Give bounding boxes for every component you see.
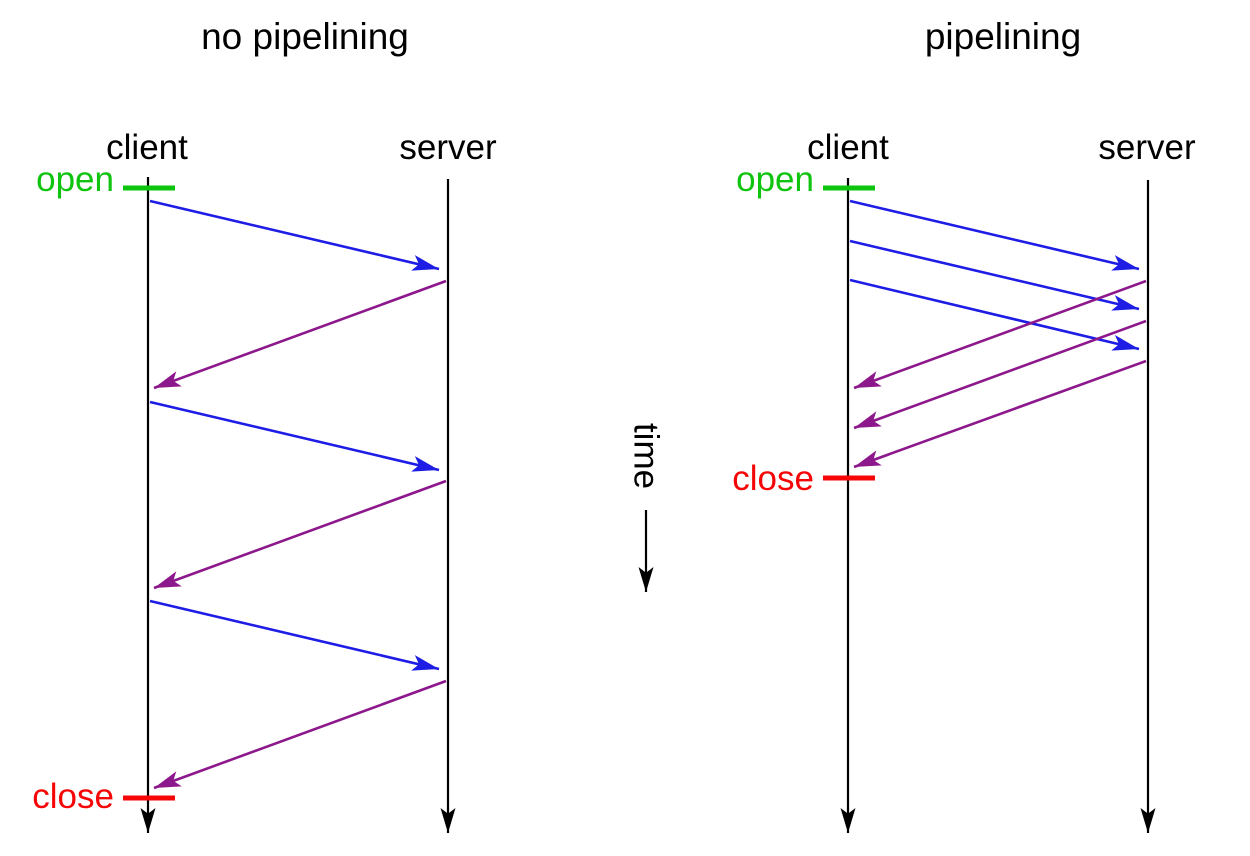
right-response-arrow-2 bbox=[853, 319, 1147, 430]
right-open-label: open bbox=[736, 160, 814, 199]
left-request-arrow-2 bbox=[149, 400, 440, 472]
pipelining-diagram: pipelining client server open close bbox=[732, 16, 1196, 833]
left-response-arrow-1 bbox=[153, 279, 447, 390]
left-server-label: server bbox=[399, 128, 497, 167]
right-request-arrow-3 bbox=[849, 278, 1140, 351]
left-request-arrow-1 bbox=[149, 199, 440, 271]
right-diagram-title: pipelining bbox=[925, 16, 1081, 57]
right-request-arrow-2 bbox=[849, 239, 1140, 311]
right-request-arrow-1 bbox=[849, 199, 1140, 271]
right-client-label: client bbox=[807, 128, 889, 167]
time-axis-label: time bbox=[627, 423, 666, 489]
right-response-arrow-1 bbox=[853, 279, 1147, 390]
left-open-label: open bbox=[36, 160, 114, 199]
no-pipelining-diagram: no pipelining client server open close bbox=[32, 16, 497, 833]
left-response-arrow-3 bbox=[153, 679, 447, 790]
right-response-arrow-3 bbox=[853, 359, 1147, 469]
left-diagram-title: no pipelining bbox=[201, 16, 409, 57]
left-close-label: close bbox=[32, 777, 114, 816]
left-request-arrow-3 bbox=[149, 599, 440, 671]
right-close-label: close bbox=[732, 459, 814, 498]
time-axis: time bbox=[627, 423, 666, 592]
left-client-label: client bbox=[106, 128, 188, 167]
right-server-label: server bbox=[1098, 128, 1196, 167]
left-response-arrow-2 bbox=[153, 479, 447, 590]
